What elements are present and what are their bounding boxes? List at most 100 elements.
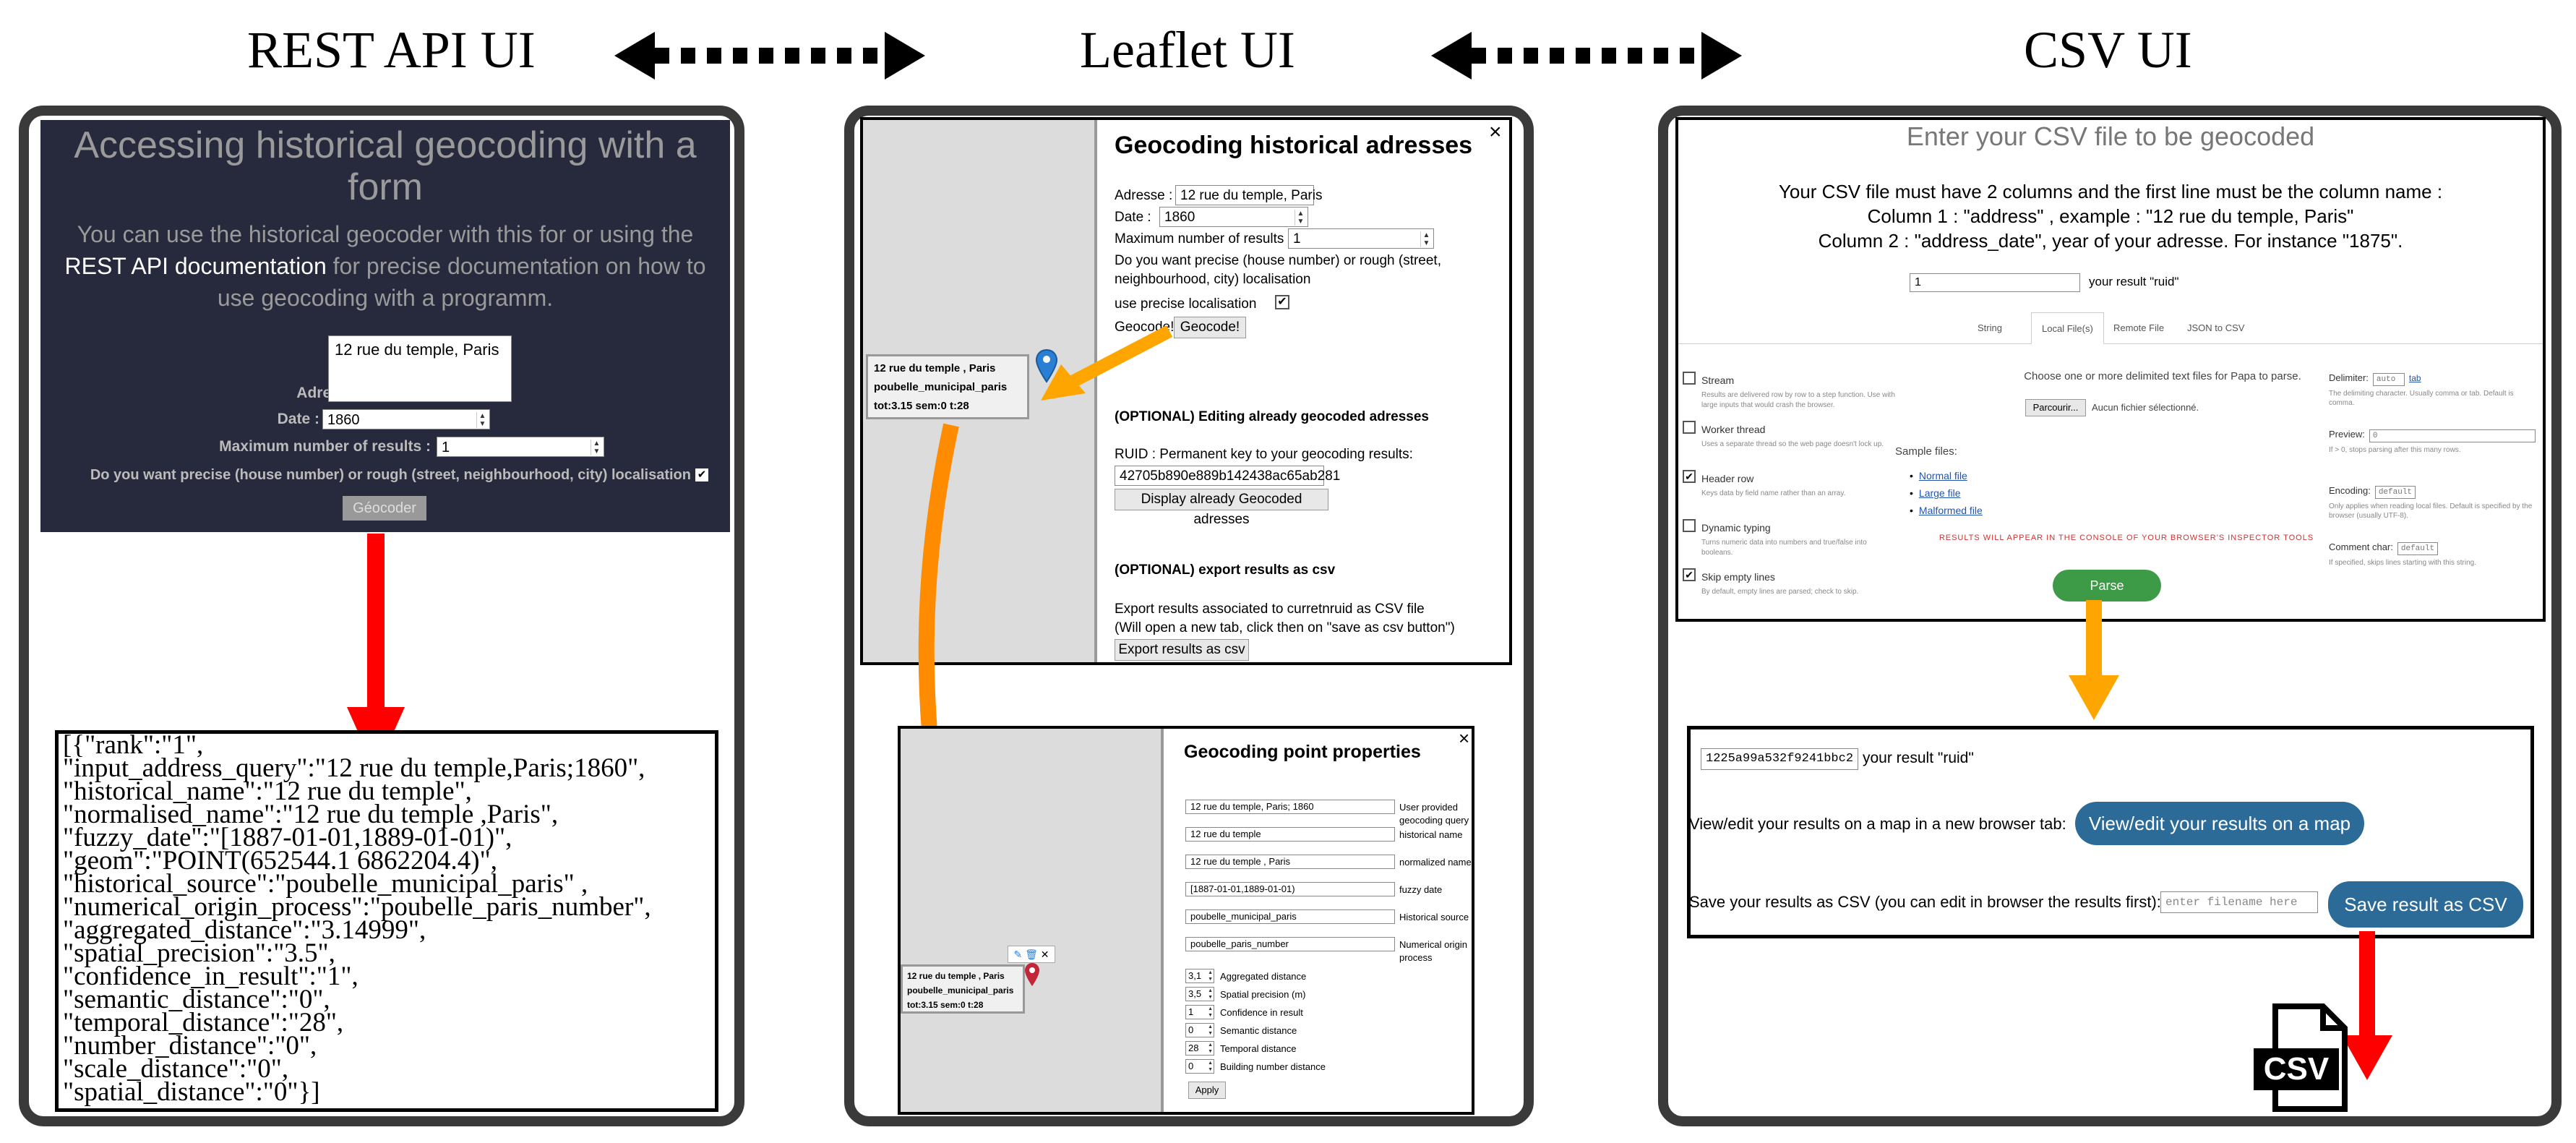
option-label: Encoding: xyxy=(2329,485,2371,496)
map-area[interactable] xyxy=(901,729,1161,1112)
option-label: Comment char: xyxy=(2329,541,2393,552)
prop-input[interactable]: [1887-01-01,1889-01-01) xyxy=(1185,882,1395,896)
export-csv-button[interactable]: Export results as csv xyxy=(1115,639,1249,661)
map-marker-icon[interactable] xyxy=(1023,962,1041,988)
prop-label: User provided geocoding query xyxy=(1399,802,1469,826)
prop-number-input[interactable]: 3,5▲▼ xyxy=(1185,987,1214,1001)
json-line: "number_distance":"0", xyxy=(63,1031,317,1061)
option-input[interactable]: default xyxy=(2374,486,2416,499)
option-checkbox[interactable]: ✔ xyxy=(1683,568,1696,581)
result-ruid-input[interactable]: 1225a99a532f9241bbc2 xyxy=(1701,748,1858,770)
desc-line-1: Your CSV file must have 2 columns and th… xyxy=(1778,181,2443,202)
adresse-input[interactable]: 12 rue du temple, Paris xyxy=(1175,185,1322,205)
prop-number-label: Spatial precision (m) xyxy=(1220,989,1306,1000)
prop-number-input[interactable]: 3,1▲▼ xyxy=(1185,969,1214,983)
view-results-map-button[interactable]: View/edit your results on a map xyxy=(2075,802,2364,845)
tab-string[interactable]: String xyxy=(1978,322,2002,333)
parse-button[interactable]: Parse xyxy=(2053,570,2161,602)
samples-label: Sample files: xyxy=(1895,445,1957,458)
csv-upload-screen: Enter your CSV file to be geocoded Your … xyxy=(1675,117,2546,622)
ruid-input[interactable]: 42705b890e889b142438ac65ab281 xyxy=(1115,466,1340,486)
spinner-icon[interactable]: ▲▼ xyxy=(591,440,602,455)
close-icon[interactable]: × xyxy=(1489,120,1502,144)
arrow-head-left xyxy=(1431,32,1472,80)
edit-icon[interactable]: ✎ xyxy=(1013,949,1023,960)
spinner-icon[interactable]: ▲▼ xyxy=(1208,1043,1213,1054)
prop-number-value: 0 xyxy=(1188,1061,1194,1071)
sample-file-link[interactable]: Malformed file xyxy=(1918,505,1983,516)
spinner-icon[interactable]: ▲▼ xyxy=(1295,210,1306,226)
prop-number-input[interactable]: 0 ▲▼ xyxy=(1185,1059,1214,1074)
option-input[interactable]: default xyxy=(2397,542,2439,555)
tab-json-to-csv[interactable]: JSON to CSV xyxy=(2187,322,2245,333)
popup-line-3: tot:3.15 sem:0 t:28 xyxy=(874,400,969,412)
spinner-icon[interactable]: ▲▼ xyxy=(1208,1061,1213,1072)
prop-number-input[interactable]: 28 ▲▼ xyxy=(1185,1041,1214,1056)
ruid-input[interactable]: 1 xyxy=(1910,273,2080,292)
trash-icon[interactable]: 🗑 xyxy=(1025,949,1038,960)
tab-local-file-s-[interactable]: Local File(s) xyxy=(2031,312,2104,344)
use-precise-checkbox[interactable]: ✔ xyxy=(1275,295,1289,309)
spinner-icon[interactable]: ▲▼ xyxy=(1420,231,1432,247)
json-line: "confidence_in_result":"1", xyxy=(63,962,359,991)
yellow-arrow-down xyxy=(2069,600,2119,720)
option-input[interactable]: 0 xyxy=(2369,429,2536,442)
prop-number-value: 28 xyxy=(1188,1043,1199,1053)
close-icon[interactable]: × xyxy=(1459,727,1470,749)
sample-file-item: •Malformed file xyxy=(1910,502,1983,519)
spinner-icon[interactable]: ▲▼ xyxy=(476,412,488,428)
geocode-button[interactable]: Geocode! xyxy=(1174,317,1246,338)
browse-button[interactable]: Parcourir... xyxy=(2025,399,2086,416)
option-checkbox[interactable] xyxy=(1683,519,1696,532)
tab-remote-file[interactable]: Remote File xyxy=(2113,322,2165,333)
option-input[interactable]: auto xyxy=(2372,373,2405,386)
spinner-icon[interactable]: ▲▼ xyxy=(1208,970,1213,982)
prop-input[interactable]: 12 rue du temple , Paris xyxy=(1185,855,1395,869)
display-geocoded-button[interactable]: Display already Geocoded adresses xyxy=(1115,489,1328,527)
sample-file-link[interactable]: Large file xyxy=(1918,487,1961,499)
sample-file-item: • Large file xyxy=(1910,484,1983,502)
option-checkbox[interactable] xyxy=(1683,421,1696,434)
apply-button[interactable]: Apply xyxy=(1188,1082,1226,1099)
date-input[interactable]: 1860▲▼ xyxy=(322,409,490,429)
close-icon[interactable]: ✕ xyxy=(1040,949,1049,960)
maxres-input[interactable]: 1▲▼ xyxy=(1288,228,1434,249)
popup-line-3: tot:3.15 sem:0 t:28 xyxy=(907,1000,984,1010)
spinner-icon[interactable]: ▲▼ xyxy=(1208,988,1213,1000)
save-csv-button[interactable]: Save result as CSV xyxy=(2328,881,2523,928)
option-checkbox[interactable]: ✔ xyxy=(1683,470,1696,483)
json-line: "fuzzy_date":"[1887-01-01,1889-01-01)", xyxy=(63,823,512,852)
prop-number-input[interactable]: 1▲▼ xyxy=(1185,1005,1214,1019)
bullet-icon: • xyxy=(1910,487,1913,499)
prop-number-input[interactable]: 0▲▼ xyxy=(1185,1023,1214,1037)
spinner-icon[interactable]: ▲▼ xyxy=(1208,1024,1213,1036)
prop-input[interactable]: poubelle_paris_number xyxy=(1185,937,1395,951)
filename-input[interactable]: enter filename here xyxy=(2160,891,2318,913)
maxres-input[interactable]: 1▲▼ xyxy=(437,437,604,457)
leaflet-ui-header: Leaflet UI xyxy=(1080,21,1295,79)
option-extra-link[interactable]: tab xyxy=(2408,373,2421,383)
precise-checkbox[interactable]: ✔ xyxy=(695,468,708,481)
date-input[interactable]: 1860▲▼ xyxy=(1159,207,1308,227)
prop-row: 12 rue du temple, Paris; 1860 User provid… xyxy=(1185,800,1474,827)
prop-input[interactable]: poubelle_municipal_paris xyxy=(1185,909,1395,924)
prop-input[interactable]: 12 rue du temple, Paris; 1860 xyxy=(1185,800,1395,814)
adresse-textarea[interactable]: 12 rue du temple, Paris xyxy=(328,335,512,402)
option-label: Preview: xyxy=(2329,429,2365,440)
json-line: "geom":"POINT(652544.1 6862204.4)", xyxy=(63,846,497,876)
prop-input[interactable]: 12 rue du temple xyxy=(1185,827,1395,842)
option-checkbox[interactable] xyxy=(1683,372,1696,385)
double-arrow-rest-leaflet xyxy=(614,32,925,80)
bullet-icon: • xyxy=(1910,470,1913,481)
rest-api-doc-link[interactable]: REST API documentation xyxy=(64,253,327,279)
spinner-icon[interactable]: ▲▼ xyxy=(1208,1006,1213,1018)
sample-file-link[interactable]: Normal file xyxy=(1918,470,1967,481)
arrow-head xyxy=(2342,1035,2392,1080)
map-marker-icon[interactable] xyxy=(1035,348,1058,383)
geocoder-button[interactable]: Géocoder xyxy=(343,496,426,521)
